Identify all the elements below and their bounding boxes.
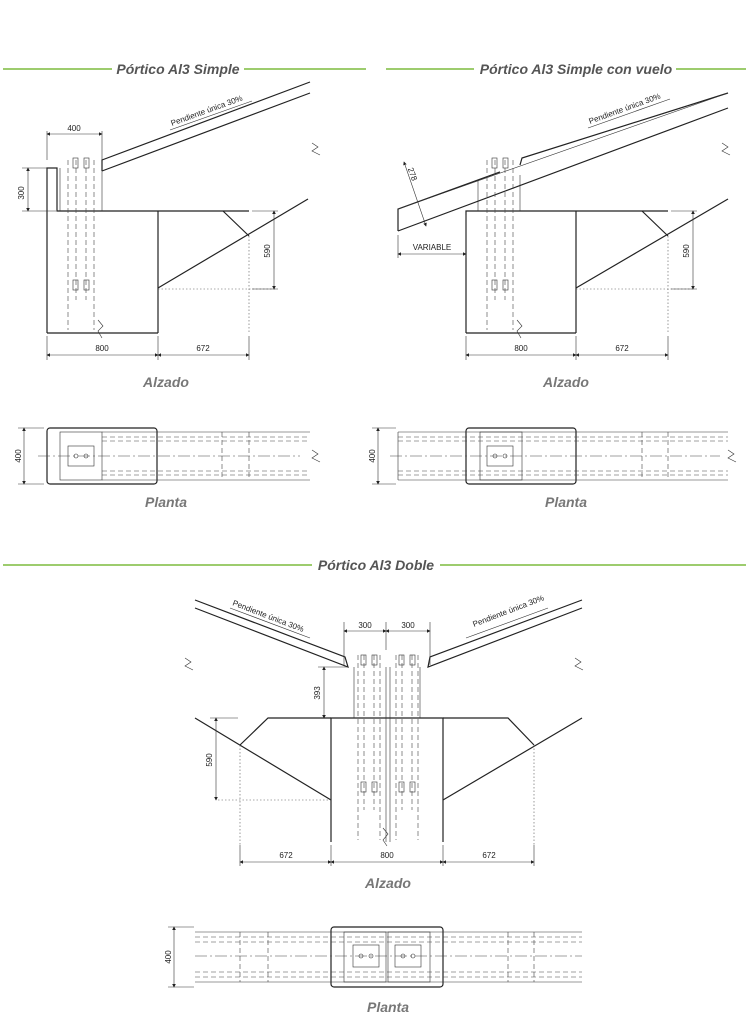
dim-plan: 400 <box>164 950 173 964</box>
section-title: Pórtico Al3 Simple con vuelo <box>480 61 673 77</box>
dim-variable: VARIABLE <box>413 243 452 252</box>
dim-oblique: 278 <box>406 166 419 182</box>
plan-label: Planta <box>367 999 409 1015</box>
elevation-drawing: Pendiente única 30% Pendiente única 30% <box>184 593 584 866</box>
dim-left: 300 <box>17 186 26 200</box>
section-title: Pórtico Al3 Simple <box>116 61 239 77</box>
section-simple: Pórtico Al3 Simple Pendiente única 30% <box>3 61 366 510</box>
dim-plan: 400 <box>14 449 23 463</box>
section-double: Pórtico Al3 Doble Pendiente única 30% Pe… <box>3 557 746 1015</box>
plan-drawing: 400 <box>164 926 582 988</box>
slope-label: Pendiente única 30% <box>588 92 662 126</box>
dim-bottom-right: 672 <box>615 344 629 353</box>
plan-label: Planta <box>545 494 587 510</box>
elevation-drawing: Pendiente única 30% 400 300 <box>17 81 321 360</box>
dim-top-right: 300 <box>401 621 415 630</box>
slope-right-label: Pendiente única 30% <box>471 593 545 629</box>
dim-height: 393 <box>313 686 322 700</box>
elevation-label: Alzado <box>542 374 589 390</box>
dim-bottom-right: 672 <box>482 851 496 860</box>
section-overhang: Pórtico Al3 Simple con vuelo Pendiente ú… <box>368 61 746 510</box>
dim-top-left: 300 <box>358 621 372 630</box>
elevation-label: Alzado <box>364 875 411 891</box>
dim-bottom-left: 800 <box>514 344 528 353</box>
dim-bottom-mid: 800 <box>380 851 394 860</box>
plan-drawing: 400 <box>368 427 737 485</box>
elevation-drawing: Pendiente única 30% 278 VARIABLE <box>397 92 731 360</box>
section-title: Pórtico Al3 Doble <box>318 557 434 573</box>
dim-plan: 400 <box>368 449 377 463</box>
dim-left: 590 <box>205 753 214 767</box>
slope-left-label: Pendiente única 30% <box>231 598 305 634</box>
dim-right: 590 <box>263 244 272 258</box>
dim-bottom-left: 800 <box>95 344 109 353</box>
plan-label: Planta <box>145 494 187 510</box>
dim-bottom-right: 672 <box>196 344 210 353</box>
elevation-label: Alzado <box>142 374 189 390</box>
dim-right: 590 <box>682 244 691 258</box>
dim-bottom-left: 672 <box>279 851 293 860</box>
plan-drawing: 400 <box>14 427 321 485</box>
dim-top: 400 <box>67 124 81 133</box>
